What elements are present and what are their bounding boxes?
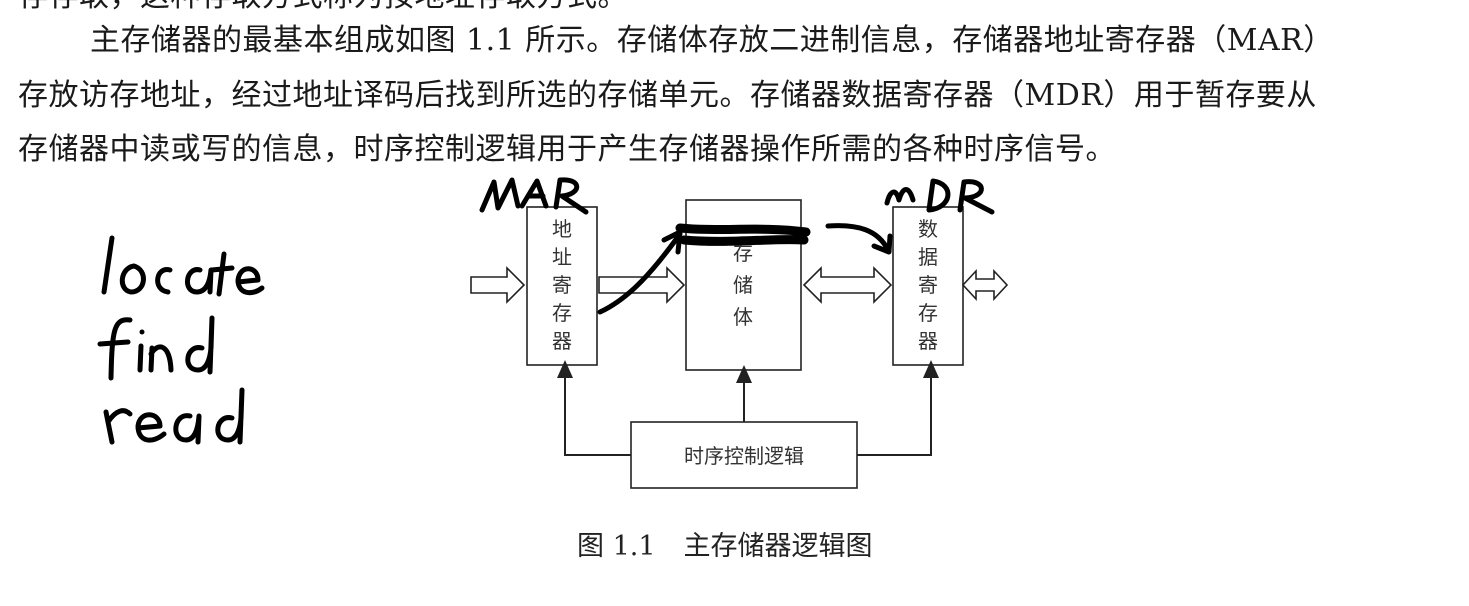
memory-char-1: 储 [733,273,753,297]
control-to-mdr-line [857,360,939,456]
mdr-char-3: 存 [918,301,938,325]
mdr-char-2: 寄 [918,273,938,297]
handwritten-note-locate [101,235,265,297]
handwritten-mdr-note [884,178,995,215]
handwritten-mar-note [479,177,589,215]
handwritten-note-read [103,387,245,445]
mar-char-3: 存 [552,301,572,325]
memory-char-0: 存 [733,241,753,265]
handwritten-arrow-mar-to-memory [597,229,683,315]
data-bus-arrow [961,268,1009,302]
paragraph-line-1: 主存储器的最基本组成如图 1.1 所示。存储体存放二进制信息，存储器地址寄存器（… [90,23,1334,58]
mdr-char-4: 器 [918,329,938,353]
control-to-mar-line [557,360,631,456]
address-input-arrow [470,266,526,304]
mdr-char-1: 据 [918,245,938,269]
handwritten-arrow-memory-to-mdr [825,223,893,255]
figure-caption: 图 1.1 主存储器逻辑图 [577,524,873,563]
paragraph-line-2: 存放访存地址，经过地址译码后找到所选的存储单元。存储器数据寄存器（MDR）用于暂… [18,78,1317,113]
handwritten-note-find [97,315,215,381]
mar-char-0: 地 [552,217,572,241]
figure-title: 主存储器逻辑图 [683,531,873,562]
paragraph-line-3: 存储器中读或写的信息，时序控制逻辑用于产生存储器操作所需的各种时序信号。 [18,132,1116,167]
memory-mdr-data-arrow [802,266,893,304]
mar-to-memory-arrow [598,266,686,304]
mar-char-2: 寄 [552,273,572,297]
handwritten-strikethrough [675,223,811,246]
mdr-char-0: 数 [918,217,938,241]
paragraph-line-0: 存存取，这种存取方式称为按地址存取方式。 [18,0,1458,16]
figure-number: 图 1.1 [577,531,656,562]
control-logic-box [630,421,858,489]
mar-char-1: 址 [552,245,572,269]
mar-char-4: 器 [552,329,572,353]
memory-char-2: 体 [733,305,753,329]
control-logic-label: 时序控制逻辑 [684,444,804,468]
mar-box [526,206,598,366]
